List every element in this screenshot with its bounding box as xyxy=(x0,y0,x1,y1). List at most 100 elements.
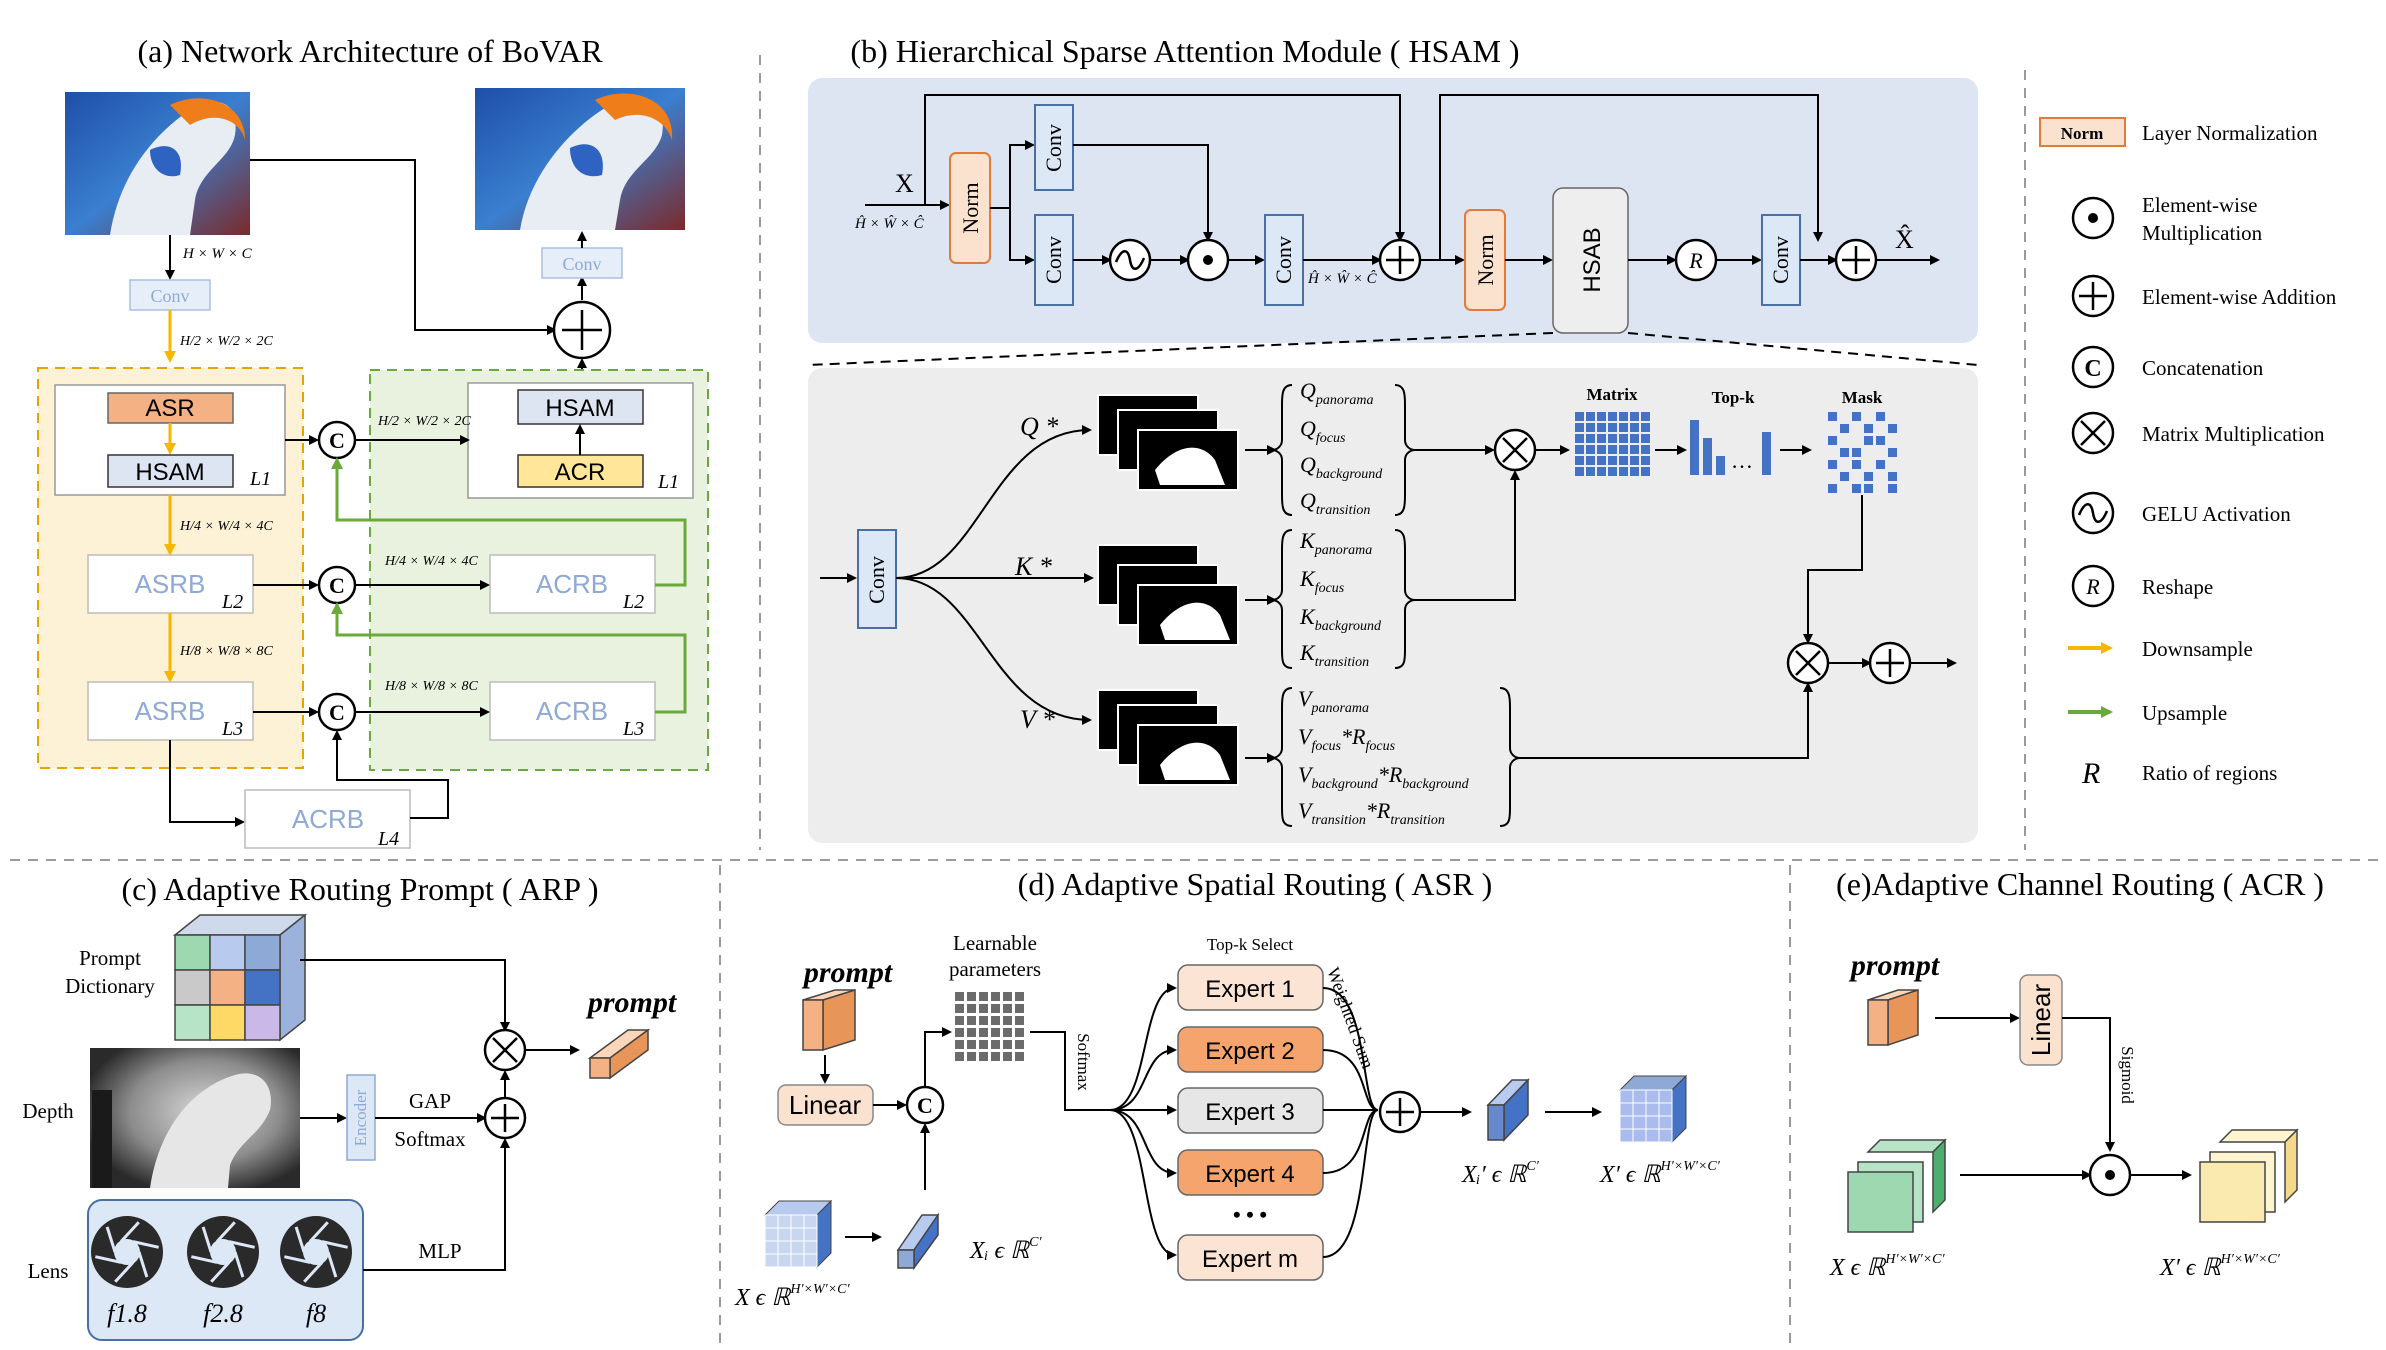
matrix-cell xyxy=(1597,423,1606,432)
cube-cell xyxy=(174,934,211,971)
aperture-blade xyxy=(119,1221,140,1243)
dim-l1-left: H/2 × W/2 × 2C xyxy=(179,334,273,349)
q-label: Q * xyxy=(1020,412,1058,441)
conv-in-box xyxy=(129,279,211,311)
add-symbol-b1 xyxy=(1378,238,1422,282)
matrix-cell xyxy=(1619,445,1628,454)
param-cell xyxy=(991,1028,1000,1037)
mask-cell xyxy=(1828,460,1837,469)
cube-cell xyxy=(803,1240,818,1255)
v-masks xyxy=(1097,689,1239,786)
prompt-label-c: prompt xyxy=(585,986,678,1019)
matrix-cell xyxy=(1608,467,1617,476)
param-cell xyxy=(1015,1004,1024,1013)
mask-cell xyxy=(1864,472,1873,481)
topk-bars xyxy=(1690,420,1771,475)
lvl1-enc: L1 xyxy=(249,468,271,490)
sigmoid-label: Sigmoid xyxy=(2118,1046,2137,1104)
param-cell xyxy=(1003,1016,1012,1025)
x-stack-e xyxy=(1847,1138,1947,1233)
add-symbol-b3 xyxy=(1868,641,1912,685)
mask-cell xyxy=(1852,412,1861,421)
aperture-blade xyxy=(132,1240,159,1249)
hsab-label: HSAB xyxy=(1579,227,1606,292)
param-cell xyxy=(967,1004,976,1013)
hsam-enc-box xyxy=(107,454,234,488)
legend-downsample: Downsample xyxy=(2142,637,2253,661)
matrix-cell xyxy=(1597,412,1606,421)
matrix-cell xyxy=(1641,456,1650,465)
param-cell xyxy=(955,1016,964,1025)
matrix-cell xyxy=(1575,423,1584,432)
cube-cell xyxy=(1619,1089,1634,1104)
x-cube-d xyxy=(763,1199,833,1269)
mask-cell xyxy=(1888,424,1897,433)
svg-text:C: C xyxy=(329,700,345,725)
svg-text:R: R xyxy=(2085,574,2100,599)
expert-dots: • • • xyxy=(1233,1202,1267,1227)
param-cell xyxy=(1003,1040,1012,1049)
reshape-symbol: R xyxy=(1674,238,1718,282)
cube-cell xyxy=(803,1214,818,1229)
param-cell xyxy=(1015,992,1024,1001)
svg-text:C: C xyxy=(2084,356,2101,382)
lvl1-dec: L1 xyxy=(657,471,679,493)
dim-l3-left: H/8 × W/8 × 8C xyxy=(179,644,273,659)
cube-cell xyxy=(790,1240,805,1255)
param-cell xyxy=(955,992,964,1001)
hsam-dec-label: HSAM xyxy=(545,395,614,422)
expert-3: Expert 3 xyxy=(1205,1099,1294,1126)
param-cell xyxy=(955,1004,964,1013)
conv-b-3-label: Conv xyxy=(1271,236,1296,284)
aperture-hole xyxy=(210,1239,236,1265)
matrix-grid xyxy=(1575,412,1650,476)
prompt-bar-d xyxy=(802,988,856,1052)
legend-elementwise-add: Element-wise Addition xyxy=(2142,285,2337,309)
param-cell xyxy=(979,1052,988,1061)
xp-label-d: X′ ϵ ℝH′×W′×C′ xyxy=(1599,1159,1721,1188)
param-cell xyxy=(955,1052,964,1061)
aperture-blade xyxy=(308,1221,329,1243)
param-cell xyxy=(1003,1052,1012,1061)
panel-a-title: (a) Network Architecture of BoVAR xyxy=(137,33,603,69)
panel-d-title: (d) Adaptive Spatial Routing ( ASR ) xyxy=(1018,866,1493,902)
panel-c: (c) Adaptive Routing Prompt ( ARP ) Prom… xyxy=(22,871,678,1341)
mask-cell xyxy=(1888,484,1897,493)
matrix-cell xyxy=(1630,434,1639,443)
concat-l3: C xyxy=(317,692,357,732)
lvl3-dec: L3 xyxy=(622,718,644,740)
expert-4: Expert 4 xyxy=(1205,1161,1294,1188)
matmul-symbol-2 xyxy=(1786,641,1830,685)
param-cell xyxy=(1015,1040,1024,1049)
conv-b-lower xyxy=(1034,214,1074,306)
matrix-label: Matrix xyxy=(1587,385,1638,404)
matrix-cell xyxy=(1630,445,1639,454)
matrix-cell xyxy=(1630,412,1639,421)
expert-1: Expert 1 xyxy=(1205,976,1294,1003)
mask-cell xyxy=(1828,484,1837,493)
cube-cell xyxy=(764,1214,779,1229)
cube-cell xyxy=(1619,1128,1634,1143)
cube-cell xyxy=(1632,1089,1647,1104)
cube-cell xyxy=(764,1240,779,1255)
mask-cell xyxy=(1876,412,1885,421)
f-value-3: f8 xyxy=(306,1299,326,1328)
param-cell xyxy=(967,1016,976,1025)
aperture-blade xyxy=(284,1255,311,1264)
mask-cell xyxy=(1840,472,1849,481)
conv-b-4 xyxy=(1761,214,1801,306)
topk-label: Top-k xyxy=(1712,388,1755,407)
legend-add-icon xyxy=(2071,274,2115,318)
xi-label-d: Xᵢ ϵ ℝC′ xyxy=(969,1235,1042,1264)
matrix-cell xyxy=(1575,434,1584,443)
prompt-bar-c xyxy=(587,1028,651,1080)
param-cell xyxy=(1003,992,1012,1001)
cube-cell xyxy=(1619,1102,1634,1117)
encoder-box xyxy=(346,1074,376,1161)
softmax-label-d: Softmax xyxy=(1074,1033,1093,1091)
cube-cell xyxy=(1619,1115,1634,1130)
svg-text:C: C xyxy=(329,428,345,453)
cube-cell xyxy=(1645,1102,1660,1117)
panel-e: (e)Adaptive Channel Routing ( ACR ) prom… xyxy=(1829,866,2324,1281)
legend-r-symbol: R xyxy=(2081,757,2100,790)
